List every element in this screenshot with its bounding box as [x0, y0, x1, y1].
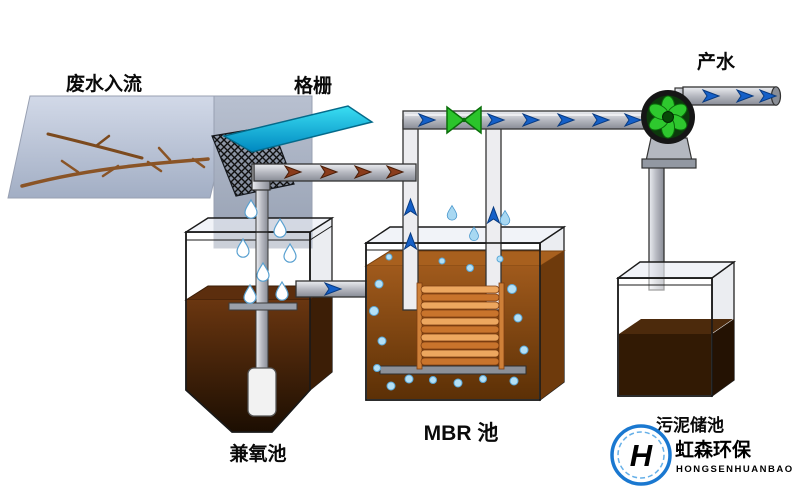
label-sludge-tank: 污泥储池	[656, 415, 724, 435]
mixer-crossbar	[228, 302, 298, 311]
label-inflow: 废水入流	[66, 72, 142, 95]
valve-icon	[446, 105, 482, 135]
inflow-streams-icon	[20, 132, 210, 188]
label-facultative-tank: 兼氧池	[229, 442, 286, 465]
logo-monogram: H	[630, 438, 653, 473]
product-water-pipe	[682, 86, 777, 106]
screen-plate-icon	[221, 105, 374, 153]
logo-romanized-name: HONGSENHUANBAO	[676, 464, 794, 475]
tank-liquid	[619, 334, 711, 395]
mbr-tank	[363, 119, 567, 402]
transfer-pipe	[295, 280, 373, 298]
logo-company-name: 虹森环保	[675, 438, 752, 461]
label-screen: 格栅	[294, 74, 332, 97]
membrane-module	[416, 282, 505, 370]
liquid-surface	[364, 250, 566, 267]
tank-liquid	[186, 300, 310, 432]
liquid-surface	[619, 319, 733, 334]
aeration-bubbles	[369, 253, 529, 391]
company-logo: H 虹森环保 HONGSENHUANBAO	[610, 424, 794, 486]
feed-pipe	[251, 163, 417, 191]
permeate-pipe	[402, 105, 664, 250]
sludge-storage-tank	[615, 260, 737, 398]
tank-rim	[363, 226, 567, 244]
label-product-water: 产水	[697, 50, 736, 73]
facultative-tank	[183, 177, 335, 433]
pump-assembly	[641, 86, 782, 291]
label-mbr-tank: MBR 池	[424, 422, 499, 445]
logo-ring-icon	[610, 424, 672, 486]
suction-pump-icon	[641, 90, 695, 144]
submersible-pump-icon	[247, 367, 277, 417]
